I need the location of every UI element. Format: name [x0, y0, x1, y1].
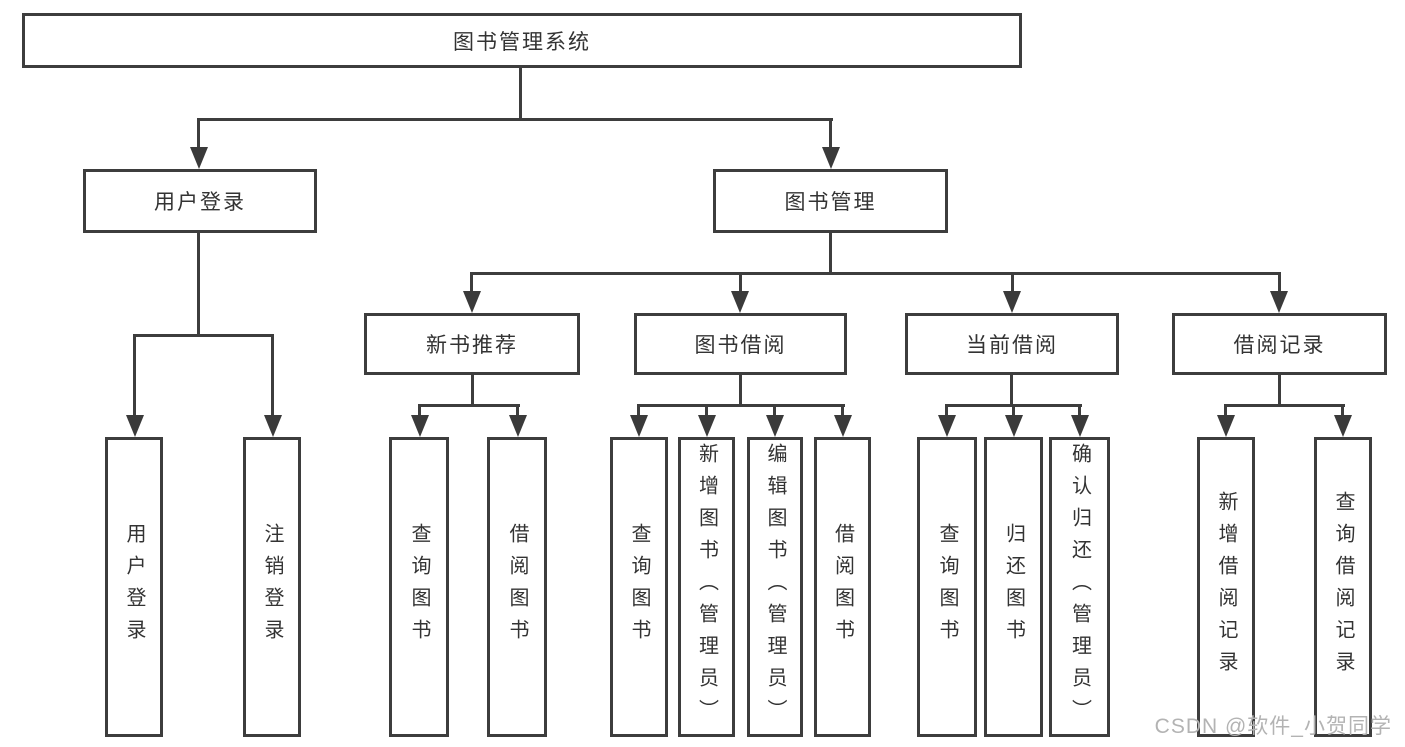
connector-line	[418, 404, 421, 422]
arrow-down-icon	[411, 415, 429, 437]
connector-line	[271, 334, 274, 416]
arrow-down-icon	[1003, 291, 1021, 313]
leaf-borrow-book: 借阅图书	[814, 437, 871, 737]
connector-line	[637, 404, 640, 422]
connector-line	[197, 118, 200, 150]
leaf-query-borrow-record: 查询借阅记录	[1314, 437, 1372, 737]
leaf-confirm-return-admin: 确认归还（管理员）	[1049, 437, 1110, 737]
leaf-user-login: 用户登录	[105, 437, 163, 737]
connector-line	[197, 118, 833, 121]
connector-line	[470, 272, 473, 296]
leaf-edit-book-admin: 编辑图书（管理员）	[747, 437, 803, 737]
arrow-down-icon	[1334, 415, 1352, 437]
arrow-down-icon	[1217, 415, 1235, 437]
connector-line	[516, 404, 519, 422]
node-book-borrow: 图书借阅	[634, 313, 847, 375]
leaf-logout: 注销登录	[243, 437, 301, 737]
leaf-query-book-current: 查询图书	[917, 437, 977, 737]
arrow-down-icon	[938, 415, 956, 437]
arrow-down-icon	[264, 415, 282, 437]
watermark: CSDN @软件_小贺同学	[1154, 715, 1392, 738]
arrow-down-icon	[834, 415, 852, 437]
node-user-login: 用户登录	[83, 169, 317, 233]
connector-line	[133, 334, 274, 337]
leaf-query-book-recommend: 查询图书	[389, 437, 449, 737]
connector-line	[1278, 374, 1281, 406]
connector-line	[197, 232, 200, 336]
arrow-down-icon	[822, 147, 840, 169]
arrow-down-icon	[190, 147, 208, 169]
node-borrow-records: 借阅记录	[1172, 313, 1387, 375]
node-current-borrow: 当前借阅	[905, 313, 1119, 375]
connector-line	[519, 66, 522, 120]
node-book-management: 图书管理	[713, 169, 948, 233]
connector-line	[739, 272, 742, 296]
connector-line	[133, 334, 136, 416]
connector-line	[1010, 374, 1013, 406]
leaf-add-borrow-record: 新增借阅记录	[1197, 437, 1255, 737]
leaf-query-book-borrow: 查询图书	[610, 437, 668, 737]
connector-line	[1341, 404, 1344, 422]
arrow-down-icon	[126, 415, 144, 437]
arrow-down-icon	[698, 415, 716, 437]
connector-line	[841, 404, 844, 422]
connector-line	[945, 404, 948, 422]
arrow-down-icon	[1071, 415, 1089, 437]
connector-line	[1012, 404, 1015, 422]
connector-line	[1078, 404, 1081, 422]
connector-line	[418, 404, 520, 407]
connector-line	[471, 374, 474, 406]
arrow-down-icon	[1270, 291, 1288, 313]
connector-line	[637, 404, 845, 407]
leaf-return-book: 归还图书	[984, 437, 1043, 737]
connector-line	[705, 404, 708, 422]
connector-line	[471, 272, 1281, 275]
connector-line	[1278, 272, 1281, 296]
connector-line	[829, 118, 832, 150]
connector-line	[1224, 404, 1345, 407]
leaf-borrow-book-recommend: 借阅图书	[487, 437, 547, 737]
arrow-down-icon	[509, 415, 527, 437]
arrow-down-icon	[463, 291, 481, 313]
leaf-add-book-admin: 新增图书（管理员）	[678, 437, 735, 737]
node-new-book-recommend: 新书推荐	[364, 313, 580, 375]
arrow-down-icon	[630, 415, 648, 437]
arrow-down-icon	[766, 415, 784, 437]
connector-line	[773, 404, 776, 422]
connector-line	[1011, 272, 1014, 296]
arrow-down-icon	[1005, 415, 1023, 437]
arrow-down-icon	[731, 291, 749, 313]
connector-line	[1224, 404, 1227, 422]
node-root-system: 图书管理系统	[22, 13, 1022, 68]
connector-line	[829, 233, 832, 274]
connector-line	[739, 374, 742, 406]
